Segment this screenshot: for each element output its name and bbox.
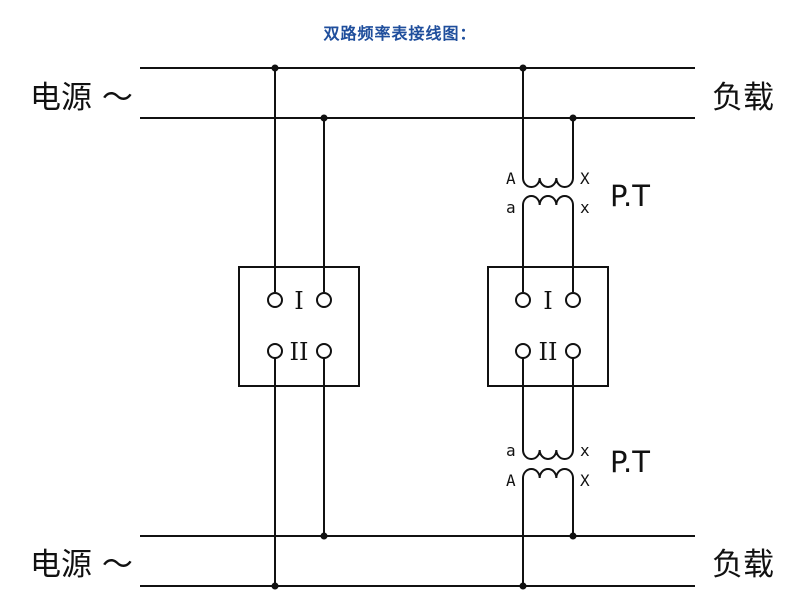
junction-dot (271, 64, 279, 72)
right-meter-label-ii: II (539, 338, 558, 366)
meter-box-left (238, 266, 360, 387)
right-meter-terminal-ii-left (515, 343, 531, 359)
source-label-bottom: 电源 ～ (30, 547, 133, 583)
junction-dot (320, 532, 328, 540)
meter-box-right (487, 266, 609, 387)
left-meter-terminal-ii-left (267, 343, 283, 359)
junction-dot (271, 582, 279, 590)
junction-dot (569, 532, 577, 540)
pt-top-primary-right-label: X (580, 169, 590, 188)
pt-bottom-label: P.T (610, 445, 650, 479)
junction-dot (519, 64, 527, 72)
junction-dot (569, 114, 577, 122)
pt-top-secondary-right-label: x (580, 198, 590, 217)
pt-bottom-primary-right-label: X (580, 471, 590, 490)
pt-top-primary-left-label: A (506, 169, 516, 188)
pt-bottom-primary-left-label: A (506, 471, 516, 490)
pt-top-secondary-left-label: a (506, 198, 516, 217)
left-meter-terminal-ii-right (316, 343, 332, 359)
right-meter-terminal-ii-right (565, 343, 581, 359)
junction-dot (519, 582, 527, 590)
pt-bottom-secondary-left-label: a (506, 441, 516, 460)
junction-dot (320, 114, 328, 122)
pt-top-secondary-coil (522, 195, 574, 206)
left-meter-terminal-i-left (267, 292, 283, 308)
right-meter-terminal-i-right (565, 292, 581, 308)
left-meter-label-ii: II (290, 338, 309, 366)
pt-top-primary-coil (522, 177, 574, 188)
pt-top-label: P.T (610, 179, 650, 213)
right-meter-label-i: I (543, 287, 552, 315)
left-meter-terminal-i-right (316, 292, 332, 308)
pt-bottom-secondary-right-label: x (580, 441, 590, 460)
load-label-bottom: 负载 (712, 547, 774, 583)
left-meter-label-i: I (294, 287, 303, 315)
right-meter-terminal-i-left (515, 292, 531, 308)
pt-bottom-secondary-coil (522, 449, 574, 460)
diagram-title: 双路频率表接线图： (323, 24, 477, 43)
source-label-top: 电源 ～ (30, 80, 133, 116)
load-label-top: 负载 (712, 80, 774, 116)
pt-bottom-primary-coil (522, 468, 574, 479)
